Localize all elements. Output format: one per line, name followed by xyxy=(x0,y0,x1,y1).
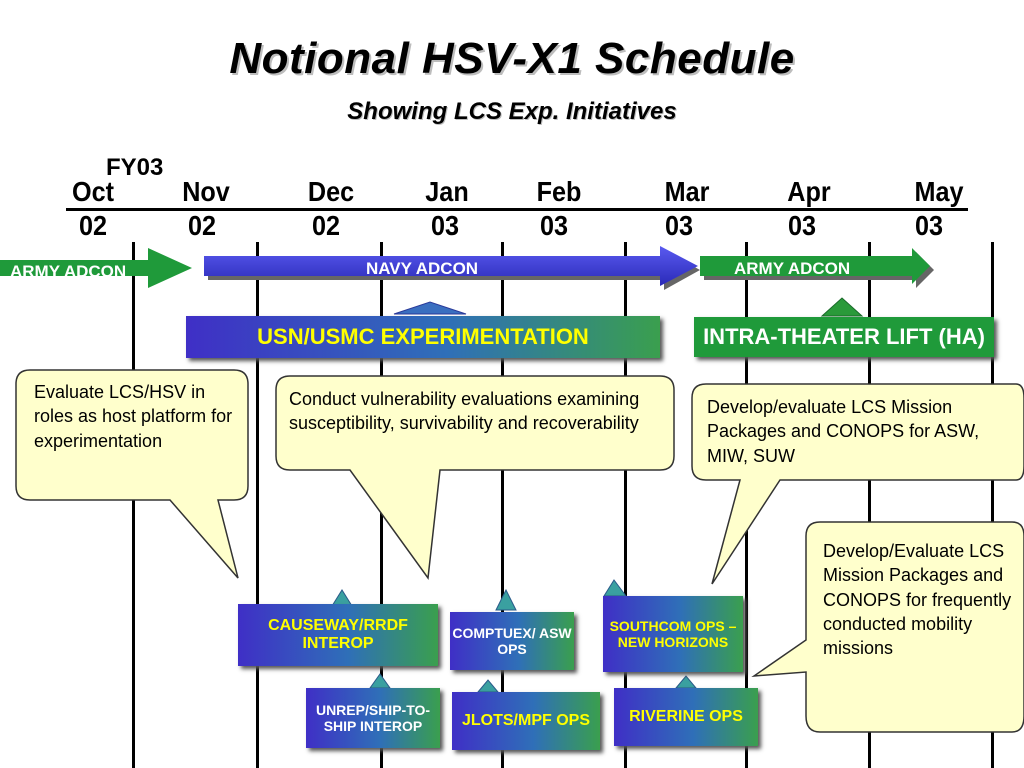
timeline-axis xyxy=(66,208,968,211)
callout-mobility: Develop/Evaluate LCS Mission Packages an… xyxy=(823,541,1012,659)
army-adcon-arrow-2 xyxy=(700,248,930,284)
year-label-jan: 03 xyxy=(430,210,460,241)
year-label-dec: 02 xyxy=(311,210,341,241)
month-gridline xyxy=(132,242,135,768)
month-label-mar: Mar xyxy=(664,176,710,207)
callout-bubble-host-platform xyxy=(15,369,249,579)
navy-adcon-arrow xyxy=(204,246,698,286)
callout-bubble-mission-packages xyxy=(691,383,1024,585)
month-label-oct: Oct xyxy=(71,176,115,207)
usn-usmc-experimentation-bar: USN/USMC EXPERIMENTATION xyxy=(186,316,660,358)
fiscal-year-label: FY03 xyxy=(106,154,164,181)
year-label-oct: 02 xyxy=(78,210,108,241)
month-gridline xyxy=(991,242,994,768)
month-label-may: May xyxy=(914,176,964,207)
callout-bubble-vulnerability xyxy=(275,375,675,581)
intra-theater-lift-bar: INTRA-THEATER LIFT (HA) xyxy=(694,317,994,357)
callout-host-platform: Evaluate LCS/HSV in roles as host platfo… xyxy=(34,382,233,451)
year-label-mar: 03 xyxy=(664,210,694,241)
month-gridline xyxy=(501,242,504,768)
event-southcom-new-horizons: SOUTHCOM OPS – NEW HORIZONS xyxy=(603,596,743,672)
callout-vulnerability: Conduct vulnerability evaluations examin… xyxy=(289,389,640,434)
event-riverine-ops: RIVERINE OPS xyxy=(614,688,758,746)
event-comptuex-asw-ops: COMPTUEX/ ASW OPS xyxy=(450,612,574,670)
year-label-feb: 03 xyxy=(539,210,569,241)
army-adcon-arrow-1 xyxy=(0,248,192,288)
page-title: Notional HSV-X1 Schedule xyxy=(229,34,795,83)
month-label-nov: Nov xyxy=(182,176,230,207)
event-jlots-mpf-ops: JLOTS/MPF OPS xyxy=(452,692,600,750)
month-gridline xyxy=(256,242,259,768)
army-adcon-label-1: ARMY ADCON xyxy=(10,262,127,281)
year-label-apr: 03 xyxy=(787,210,817,241)
army-adcon-label-2: ARMY ADCON xyxy=(734,259,851,278)
year-label-may: 03 xyxy=(914,210,944,241)
month-label-feb: Feb xyxy=(536,176,582,207)
month-label-apr: Apr xyxy=(787,176,831,207)
month-label-dec: Dec xyxy=(307,176,355,207)
event-unrep-ship-to-ship: UNREP/SHIP-TO-SHIP INTEROP xyxy=(306,688,440,748)
callout-bubble-mobility xyxy=(751,521,1024,733)
year-label-nov: 02 xyxy=(187,210,217,241)
callout-mission-packages: Develop/evaluate LCS Mission Packages an… xyxy=(707,397,980,466)
month-gridline xyxy=(624,242,627,768)
adcon-arrows xyxy=(0,246,934,290)
month-label-jan: Jan xyxy=(425,176,469,207)
month-gridline xyxy=(868,242,871,768)
event-causeway-rrdf-interop: CAUSEWAY/RRDF INTEROP xyxy=(238,604,438,666)
page-subtitle: Showing LCS Exp. Initiatives xyxy=(347,98,677,125)
navy-adcon-label: NAVY ADCON xyxy=(366,259,479,278)
